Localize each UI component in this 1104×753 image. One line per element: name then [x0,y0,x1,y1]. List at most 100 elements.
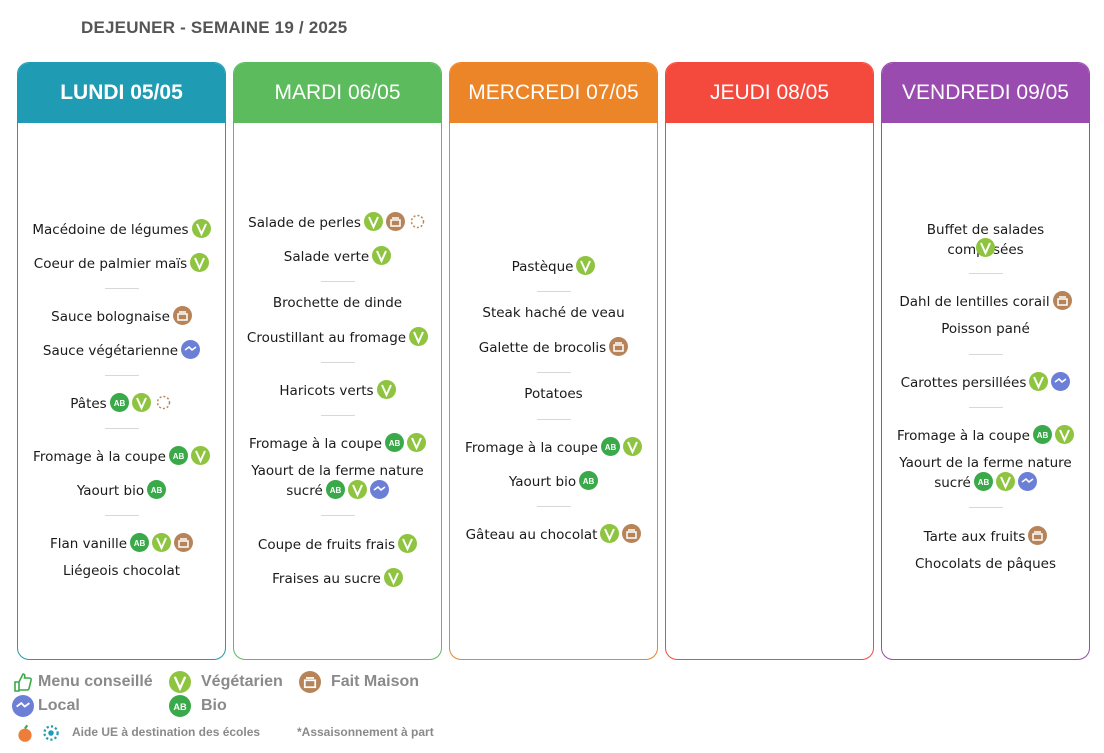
homemade-pot-icon [1052,291,1072,310]
vegetarian-icon [406,433,426,452]
local-handshake-icon [12,695,34,717]
svg-text:AB: AB [134,539,146,548]
vegetarian-icon [372,246,392,265]
bio-ab-icon: AB [579,471,599,490]
bio-ab-icon: AB [147,480,167,499]
legend-aide-ue: Aide UE à destination des écoles [14,722,260,742]
legend-local: Local [12,695,80,717]
vegetarian-icon [576,256,596,275]
homemade-pot-icon [174,533,193,552]
local-handshake-icon [1051,372,1071,391]
vegetarian-icon [152,533,171,552]
bio-ab-icon: AB [325,480,345,499]
day-header-jeudi: JEUDI 08/05 [666,63,873,123]
svg-text:AB: AB [173,702,187,712]
eu-star-icon [40,722,60,742]
svg-text:AB: AB [583,477,595,486]
legend-vegetarien: Végétarien [169,671,283,693]
menu-item: Carottes persillées [890,372,1081,393]
menu-item: Coeur de palmier maïs [26,253,217,274]
vegetarian-icon [398,534,418,553]
menu-item: Coupe de fruits frais [242,534,433,555]
vegetarian-icon [976,238,995,257]
menu-item: Croustillant au fromage [242,327,433,348]
menu-item: Potatoes [524,386,583,402]
vegetarian-icon [1029,372,1049,391]
thumbs-up-icon [12,671,34,693]
menu-item: Gâteau au chocolat [458,524,649,545]
svg-text:AB: AB [330,486,342,495]
svg-text:AB: AB [113,399,125,408]
day-header-mardi: MARDI 06/05 [234,63,441,123]
menu-item: Tarte aux fruits [890,526,1081,547]
day-column-mardi: MARDI 06/05 Salade de perles Salade vert… [233,62,442,660]
menu-item: Chocolats de pâques [914,556,1057,572]
homemade-pot-icon [299,671,321,693]
day-header-lundi: LUNDI 05/05 [18,63,225,123]
legend-bio: AB Bio [169,695,227,717]
menu-item: Dahl de lentilles corail [890,291,1081,312]
vegetarian-icon [191,219,211,238]
bio-ab-icon: AB [130,533,149,552]
menu-item: Yaourt de la ferme nature [899,455,1072,471]
vegetarian-icon [409,327,429,346]
svg-text:AB: AB [605,443,617,452]
menu-item: Sauce bolognaise [26,306,217,327]
svg-text:AB: AB [151,486,163,495]
homemade-pot-icon [385,212,405,231]
bio-ab-icon: AB [973,472,993,491]
homemade-pot-icon [609,337,629,356]
eu-star-icon [154,393,173,412]
menu-item: Liégeois chocolat [62,563,181,579]
vegetarian-icon [347,480,367,499]
local-handshake-icon [1017,472,1037,491]
day-column-mercredi: MERCREDI 07/05 Pastèque Steak haché de v… [449,62,658,660]
eu-star-icon [408,212,427,231]
vegetarian-icon [600,524,620,543]
vegetarian-icon [622,437,642,456]
vegetarian-icon [995,472,1015,491]
vegetarian-icon [190,253,210,272]
menu-item: Fraises au sucre [242,568,433,589]
menu-item: Yaourt de la ferme nature [251,463,424,479]
svg-text:AB: AB [173,452,185,461]
vegetarian-icon [363,212,383,231]
menu-item [890,238,1081,259]
bio-ab-icon: AB [168,446,188,465]
bio-ab-icon: AB [600,437,620,456]
menu-item: Sauce végétarienne [26,340,217,361]
svg-text:AB: AB [1037,431,1049,440]
day-header-vendredi: VENDREDI 09/05 [882,63,1089,123]
day-column-lundi: LUNDI 05/05 Macédoine de légumes Coeur d… [17,62,226,660]
page-title: DEJEUNER - SEMAINE 19 / 2025 [81,18,348,37]
legend-fait-maison: Fait Maison [299,671,419,693]
menu-item: Pastèque [458,256,649,277]
menu-item: Haricots verts [242,380,433,401]
bio-ab-icon: AB [109,393,129,412]
vegetarian-icon [169,671,191,693]
homemade-pot-icon [1028,526,1048,545]
legend-assaisonnement: *Assaisonnement à part [297,725,434,739]
vegetarian-icon [383,568,403,587]
day-header-mercredi: MERCREDI 07/05 [450,63,657,123]
menu-item: Salade de perles [242,212,433,233]
svg-text:AB: AB [389,439,401,448]
local-handshake-icon [369,480,389,499]
bio-ab-icon: AB [384,433,404,452]
vegetarian-icon [376,380,396,399]
svg-text:AB: AB [978,478,990,487]
menu-item: Galette de brocolis [458,337,649,358]
day-column-vendredi: VENDREDI 09/05 Buffet de salades composé… [881,62,1090,660]
vegetarian-icon [1054,425,1074,444]
menu-item: Poisson pané [941,321,1030,337]
menu-item: Steak haché de veau [482,305,625,321]
bio-ab-icon: AB [169,695,191,717]
